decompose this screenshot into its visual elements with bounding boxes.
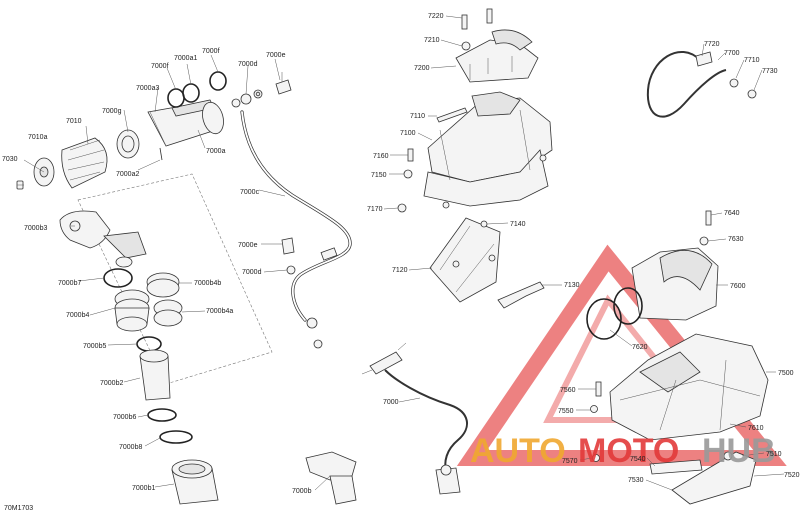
- label-7000c: 7000c: [240, 189, 260, 196]
- label-7000b8: 7000b8: [119, 444, 142, 451]
- cable-end: [305, 451, 357, 505]
- label-7000d: 7000d: [238, 61, 258, 68]
- pump-module: [59, 173, 273, 505]
- label-7160: 7160: [373, 153, 389, 160]
- label-7620: 7620: [632, 344, 648, 351]
- label-7120: 7120: [392, 267, 408, 274]
- leader-lines: [17, 15, 785, 491]
- label-7000b2: 7000b2: [100, 380, 123, 387]
- watermark-text: AUTO MOTO HUB: [470, 432, 776, 470]
- label-7000: 7000: [383, 399, 399, 406]
- label-7150: 7150: [371, 172, 387, 179]
- shift-cable: [361, 342, 468, 495]
- part-labels: 7030 7010a 7010 7000g 7000a3 7000f 7000a…: [2, 13, 800, 512]
- right-shifter-assembly: [586, 210, 769, 505]
- label-7000b4b: 7000b4b: [194, 280, 221, 287]
- label-7010a: 7010a: [28, 134, 48, 141]
- label-7000b4a: 7000b4a: [206, 308, 233, 315]
- label-7600: 7600: [730, 283, 746, 290]
- label-7500: 7500: [778, 370, 794, 377]
- cable-loop: [646, 50, 757, 118]
- label-7000e-2: 7000e: [238, 242, 258, 249]
- mount-bracket: [429, 217, 545, 309]
- label-7000b1: 7000b1: [132, 485, 155, 492]
- label-7000b5: 7000b5: [83, 343, 106, 350]
- label-7000b7: 7000b7: [58, 280, 81, 287]
- label-7550: 7550: [558, 408, 574, 415]
- label-7560: 7560: [560, 387, 576, 394]
- label-7000a: 7000a: [206, 148, 226, 155]
- label-7640: 7640: [724, 210, 740, 217]
- label-7000b6: 7000b6: [113, 414, 136, 421]
- label-7540: 7540: [630, 456, 646, 463]
- label-7000d-2: 7000d: [242, 269, 262, 276]
- label-7720: 7720: [704, 41, 720, 48]
- label-7000f-2: 7000f: [202, 48, 220, 55]
- label-7000a1: 7000a1: [174, 55, 197, 62]
- label-7520: 7520: [784, 472, 800, 479]
- label-7110: 7110: [410, 113, 425, 120]
- label-7610: 7610: [748, 425, 764, 432]
- label-7200: 7200: [414, 65, 430, 72]
- label-7220: 7220: [428, 13, 444, 20]
- filter-housing: [16, 71, 292, 190]
- label-7010: 7010: [66, 118, 82, 125]
- label-7000b4: 7000b4: [66, 312, 89, 319]
- watermark-hub: HUB: [702, 432, 776, 470]
- label-7000a3: 7000a3: [136, 85, 159, 92]
- label-7530: 7530: [628, 477, 644, 484]
- label-7000e: 7000e: [266, 52, 286, 59]
- label-7000b3: 7000b3: [24, 225, 47, 232]
- watermark-auto: AUTO: [470, 432, 566, 470]
- fuel-hose: [240, 110, 352, 349]
- label-7210: 7210: [424, 37, 440, 44]
- label-7700: 7700: [724, 50, 740, 57]
- watermark-moto: MOTO: [578, 432, 679, 470]
- label-7000a2: 7000a2: [116, 171, 139, 178]
- shifter-assembly: [397, 8, 553, 213]
- label-7000b: 7000b: [292, 488, 312, 495]
- label-7130: 7130: [564, 282, 580, 289]
- label-7730: 7730: [762, 68, 778, 75]
- label-7570: 7570: [562, 458, 578, 465]
- label-7170: 7170: [367, 206, 383, 213]
- label-7510: 7510: [766, 451, 782, 458]
- label-7030: 7030: [2, 156, 18, 163]
- label-7000g: 7000g: [102, 108, 122, 115]
- label-7100: 7100: [400, 130, 416, 137]
- diagram-code: 70M1703: [4, 505, 33, 512]
- label-7710: 7710: [744, 57, 760, 64]
- label-7630: 7630: [728, 236, 744, 243]
- label-7140: 7140: [510, 221, 526, 228]
- label-7000f: 7000f: [151, 63, 169, 70]
